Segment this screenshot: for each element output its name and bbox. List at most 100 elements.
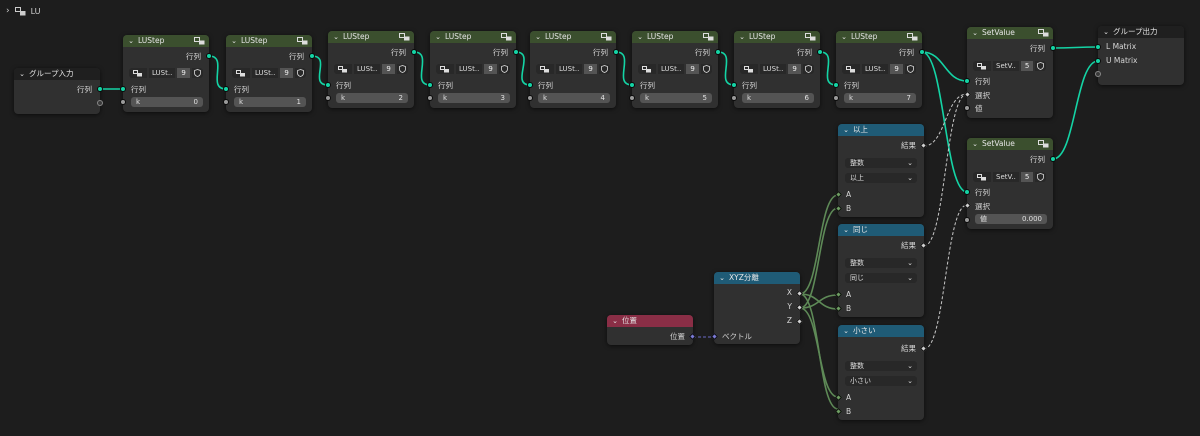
k-input-socket[interactable] — [731, 95, 737, 101]
vector-input-socket[interactable] — [710, 332, 719, 341]
node-group-icon[interactable] — [334, 64, 352, 74]
node-header[interactable]: ⌄ SetValue — [967, 138, 1053, 150]
group-selector[interactable]: SetV.. 5 — [973, 172, 1047, 182]
matrix-input-socket[interactable] — [223, 86, 229, 92]
result-output-socket[interactable] — [919, 344, 928, 353]
group-input-node[interactable]: ⌄ グループ入力 行列 — [14, 68, 103, 114]
group-name[interactable]: LUSt.. — [556, 64, 583, 74]
k-field[interactable]: k 1 — [234, 97, 306, 107]
matrix-input-socket[interactable] — [964, 78, 970, 84]
group-name[interactable]: SetV.. — [993, 172, 1019, 182]
matrix-input-socket[interactable] — [964, 189, 970, 195]
node-group-icon[interactable] — [638, 64, 656, 74]
node-group-icon[interactable] — [536, 64, 554, 74]
matrix-input-socket[interactable] — [120, 86, 126, 92]
k-input-socket[interactable] — [223, 99, 229, 105]
matrix-output-socket[interactable] — [411, 49, 417, 55]
lustep-node[interactable]: ⌄ LUStep 行列 LUSt.. 9 行列 k 0 — [120, 35, 212, 112]
node-group-icon[interactable] — [129, 68, 147, 78]
value-input-socket[interactable] — [964, 105, 970, 111]
a-input-socket[interactable] — [834, 190, 843, 199]
matrix-input-socket[interactable] — [427, 82, 433, 88]
user-count[interactable]: 5 — [1020, 172, 1034, 182]
group-name[interactable]: LUSt.. — [456, 64, 483, 74]
l-matrix-input-socket[interactable] — [1095, 44, 1101, 50]
chevron-down-icon[interactable]: ⌄ — [843, 327, 849, 335]
user-count[interactable]: 9 — [788, 64, 801, 74]
group-selector[interactable]: SetV.. 5 — [973, 61, 1047, 71]
type-dropdown[interactable]: 整数⌄ — [845, 158, 917, 168]
k-field[interactable]: k 0 — [131, 97, 203, 107]
matrix-output-socket[interactable] — [309, 53, 315, 59]
type-dropdown[interactable]: 整数⌄ — [845, 361, 917, 371]
group-output-node[interactable]: ⌄ グループ出力 L Matrix U Matrix — [1095, 26, 1184, 85]
chevron-right-icon[interactable]: › — [6, 6, 10, 16]
node-header[interactable]: ⌄ LUStep — [530, 31, 616, 43]
compare-node-eq[interactable]: ⌄ 同じ 結果 整数⌄ 同じ⌄ A B — [834, 224, 928, 317]
shield-icon[interactable] — [396, 64, 408, 74]
group-selector[interactable]: LUSt.. 9 — [638, 64, 712, 74]
select-input-socket[interactable] — [963, 201, 972, 210]
node-header[interactable]: ⌄ 以上 — [838, 124, 924, 136]
k-input-socket[interactable] — [527, 95, 533, 101]
node-header[interactable]: ⌄ 同じ — [838, 224, 924, 236]
type-dropdown[interactable]: 整数⌄ — [845, 258, 917, 268]
matrix-input-socket[interactable] — [629, 82, 635, 88]
b-input-socket[interactable] — [834, 407, 843, 416]
shield-icon[interactable] — [498, 64, 510, 74]
group-selector[interactable]: LUSt.. 9 — [232, 68, 306, 78]
b-input-socket[interactable] — [834, 304, 843, 313]
k-field[interactable]: k 7 — [844, 93, 916, 103]
group-name[interactable]: LUSt.. — [658, 64, 685, 74]
chevron-down-icon[interactable]: ⌄ — [128, 37, 134, 45]
k-input-socket[interactable] — [120, 99, 126, 105]
chevron-down-icon[interactable]: ⌄ — [535, 33, 541, 41]
chevron-down-icon[interactable]: ⌄ — [843, 126, 849, 134]
value-input-socket[interactable] — [964, 217, 970, 223]
node-group-icon[interactable] — [973, 172, 991, 182]
k-field[interactable]: k 6 — [742, 93, 814, 103]
matrix-input-socket[interactable] — [731, 82, 737, 88]
user-count[interactable]: 5 — [1020, 61, 1034, 71]
b-input-socket[interactable] — [834, 204, 843, 213]
k-field[interactable]: k 2 — [336, 93, 408, 103]
k-input-socket[interactable] — [427, 95, 433, 101]
chevron-down-icon[interactable]: ⌄ — [841, 33, 847, 41]
group-selector[interactable]: LUSt.. 9 — [334, 64, 408, 74]
node-group-icon[interactable] — [436, 64, 454, 74]
matrix-input-socket[interactable] — [527, 82, 533, 88]
group-name[interactable]: LUSt.. — [862, 64, 889, 74]
chevron-down-icon[interactable]: ⌄ — [843, 226, 849, 234]
shield-icon[interactable] — [598, 64, 610, 74]
empty-output-socket[interactable] — [97, 100, 103, 106]
k-field[interactable]: k 5 — [640, 93, 712, 103]
compare-node-lt[interactable]: ⌄ 小さい 結果 整数⌄ 小さい⌄ A B — [834, 325, 928, 420]
breadcrumb-label[interactable]: LU — [30, 6, 41, 16]
lustep-node[interactable]: ⌄ LUStep 行列 LUSt.. 9 行列 k 3 — [427, 31, 519, 108]
setvalue-node-1[interactable]: ⌄ SetValue 行列 SetV.. 5 行列 選択 値 — [963, 27, 1056, 118]
mode-dropdown[interactable]: 小さい⌄ — [845, 376, 917, 386]
mode-dropdown[interactable]: 同じ⌄ — [845, 273, 917, 283]
user-count[interactable]: 9 — [890, 64, 903, 74]
result-output-socket[interactable] — [919, 241, 928, 250]
chevron-down-icon[interactable]: ⌄ — [1103, 28, 1109, 36]
node-header[interactable]: ⌄ グループ出力 — [1098, 26, 1184, 38]
x-output-socket[interactable] — [795, 289, 804, 298]
chevron-down-icon[interactable]: ⌄ — [231, 37, 237, 45]
node-header[interactable]: ⌄ 小さい — [838, 325, 924, 337]
k-input-socket[interactable] — [833, 95, 839, 101]
matrix-input-socket[interactable] — [325, 82, 331, 88]
matrix-output-socket[interactable] — [513, 49, 519, 55]
group-selector[interactable]: LUSt.. 9 — [436, 64, 510, 74]
result-output-socket[interactable] — [919, 141, 928, 150]
node-group-icon[interactable] — [842, 64, 860, 74]
node-header[interactable]: ⌄ SetValue — [967, 27, 1053, 39]
matrix-output-socket[interactable] — [97, 86, 103, 92]
chevron-down-icon[interactable]: ⌄ — [972, 140, 978, 148]
node-header[interactable]: ⌄ LUStep — [328, 31, 414, 43]
shield-icon[interactable] — [1035, 61, 1047, 71]
group-selector[interactable]: LUSt.. 9 — [740, 64, 814, 74]
shield-icon[interactable] — [802, 64, 814, 74]
y-output-socket[interactable] — [795, 303, 804, 312]
user-count[interactable]: 9 — [484, 64, 497, 74]
